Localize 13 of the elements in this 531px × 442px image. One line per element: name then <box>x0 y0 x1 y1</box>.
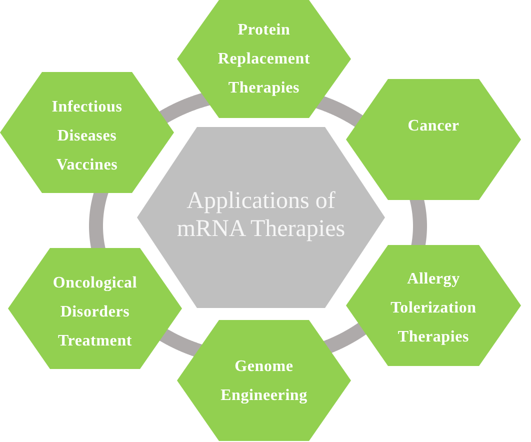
hexagon <box>177 320 351 441</box>
hexagon-label: Cancer <box>408 116 460 136</box>
hexagon <box>346 79 521 200</box>
hexagon-label: Infectious Diseases Vaccines <box>52 97 122 175</box>
hexagon <box>177 0 351 118</box>
hexagon-label: Genome Engineering <box>220 356 308 406</box>
hexagon-label: Allergy Tolerization Therapies <box>390 269 476 347</box>
center-hexagon <box>137 127 385 308</box>
hexagon-label: Oncological Disorders Treatment <box>52 273 138 351</box>
hexagon <box>0 72 174 193</box>
hexagon <box>346 245 521 366</box>
hexagon <box>8 248 182 369</box>
hexagon-label: Protein Replacement Therapies <box>218 20 310 98</box>
